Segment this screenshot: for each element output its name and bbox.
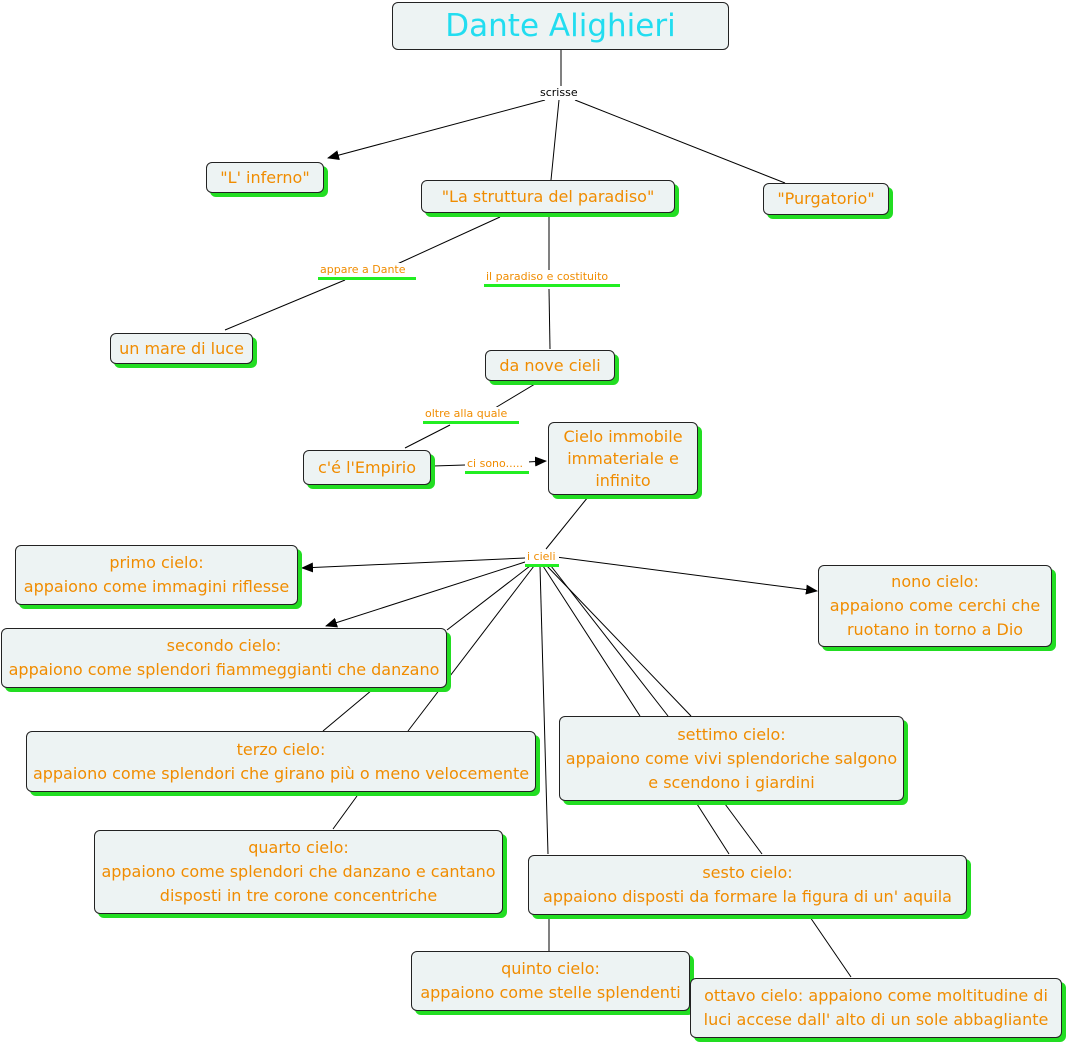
link-sesto-a xyxy=(542,565,641,717)
link-nono xyxy=(555,556,818,595)
link-quinto-a xyxy=(539,565,549,855)
node-primo-line1: primo cielo: xyxy=(109,553,204,572)
link-label-costituito: il paradiso e costituito xyxy=(484,270,620,287)
node-sesto[interactable]: sesto cielo: appaiono disposti da formar… xyxy=(528,855,967,915)
node-secondo[interactable]: secondo cielo: appaiono come splendori f… xyxy=(1,628,447,688)
node-paradiso[interactable]: "La struttura del paradiso" xyxy=(421,180,675,213)
node-settimo-line1: settimo cielo: xyxy=(677,724,786,744)
node-nove-label: da nove cieli xyxy=(499,355,601,375)
node-secondo-line1: secondo cielo: xyxy=(166,636,282,655)
link-empirio-cisono xyxy=(432,464,466,467)
node-sesto-line1: sesto cielo: xyxy=(702,863,793,882)
link-terzo-a xyxy=(322,689,373,732)
link-scrisse-inferno xyxy=(327,99,546,160)
link-appare-mare xyxy=(224,279,346,331)
node-empirio[interactable]: c'é l'Empirio xyxy=(303,450,431,485)
link-ottavo-a xyxy=(550,565,669,717)
node-quarto[interactable]: quarto cielo: appaiono come splendori ch… xyxy=(94,830,503,914)
node-cielo-immobile-line2: immateriale e xyxy=(567,448,679,468)
node-quarto-line3: disposti in tre corone concentriche xyxy=(159,886,438,905)
link-sesto-b xyxy=(696,803,730,855)
link-oltre-empirio xyxy=(404,424,451,449)
page-title: Dante Alighieri xyxy=(445,8,676,44)
node-terzo[interactable]: terzo cielo: appaiono come splendori che… xyxy=(26,731,536,792)
node-sesto-line2: appaiono disposti da formare la figura d… xyxy=(543,887,952,906)
node-settimo-line3: e scendono i giardini xyxy=(648,772,815,792)
node-terzo-line1: terzo cielo: xyxy=(236,739,326,759)
node-ottavo[interactable]: ottavo cielo: appaiono come moltitudine … xyxy=(690,978,1062,1038)
node-nono[interactable]: nono cielo: appaiono come cerchi che ruo… xyxy=(818,565,1052,647)
node-nove[interactable]: da nove cieli xyxy=(485,350,615,381)
node-mare[interactable]: un mare di luce xyxy=(110,333,253,364)
link-scrisse-purgatorio xyxy=(574,99,786,184)
link-secondo xyxy=(325,561,526,628)
link-label-appare: appare a Dante xyxy=(318,263,416,280)
link-cisono-cielo xyxy=(526,456,547,467)
node-purgatorio-label: "Purgatorio" xyxy=(777,189,875,208)
link-label-ci-sono: ci sono..... xyxy=(465,457,529,474)
node-terzo-line2: appaiono come splendori che girano più o… xyxy=(32,763,530,783)
node-primo-line2: appaiono come immagini riflesse xyxy=(23,577,290,596)
node-ottavo-line2: luci accese dall' alto di un sole abbagl… xyxy=(703,1010,1049,1029)
node-mare-label: un mare di luce xyxy=(119,338,244,358)
link-scrisse-paradiso xyxy=(550,99,560,181)
link-ottavo-b xyxy=(724,803,763,855)
node-nono-line1: nono cielo: xyxy=(891,572,979,591)
node-quarto-line1: quarto cielo: xyxy=(248,838,349,857)
node-secondo-line2: appaiono come splendori fiammeggianti ch… xyxy=(8,660,440,679)
node-paradiso-label: "La struttura del paradiso" xyxy=(441,186,655,206)
link-secondo-tail xyxy=(446,565,531,631)
link-label-scrisse: scrisse xyxy=(538,86,580,100)
title-node[interactable]: Dante Alighieri xyxy=(392,2,729,50)
link-cielo-icieli xyxy=(545,496,589,550)
link-quarto xyxy=(332,795,358,830)
node-empirio-label: c'é l'Empirio xyxy=(317,457,417,477)
node-purgatorio[interactable]: "Purgatorio" xyxy=(763,183,889,215)
node-nono-line2: appaiono come cerchi che xyxy=(829,596,1041,615)
link-label-i-cieli: i cieli xyxy=(525,550,559,567)
node-quarto-line2: appaiono come splendori che danzano e ca… xyxy=(101,862,496,881)
link-primo xyxy=(301,557,526,573)
node-inferno[interactable]: "L' inferno" xyxy=(206,162,324,193)
node-quinto-line2: appaiono come stelle splendenti xyxy=(420,983,681,1002)
node-quinto-line1: quinto cielo: xyxy=(501,959,600,978)
node-cielo-immobile-line3: infinito xyxy=(595,470,651,490)
link-ottavo-c xyxy=(809,916,852,978)
node-primo[interactable]: primo cielo: appaiono come immagini rifl… xyxy=(15,545,298,605)
link-paradiso-appare xyxy=(394,216,501,266)
link-nove-oltre xyxy=(494,380,541,409)
link-costituito-nove xyxy=(548,288,551,350)
node-cielo-immobile-line1: Cielo immobile xyxy=(563,426,683,446)
node-ottavo-line1: ottavo cielo: appaiono come moltitudine … xyxy=(704,986,1048,1005)
node-settimo[interactable]: settimo cielo: appaiono come vivi splend… xyxy=(559,716,904,801)
link-terzo-b xyxy=(407,565,535,732)
node-inferno-label: "L' inferno" xyxy=(220,167,310,187)
node-quinto[interactable]: quinto cielo: appaiono come stelle splen… xyxy=(411,951,690,1011)
node-nono-line3: ruotano in torno a Dio xyxy=(846,620,1024,639)
node-settimo-line2: appaiono come vivi splendoriche salgono xyxy=(565,748,898,768)
node-cielo-immobile[interactable]: Cielo immobile immateriale e infinito xyxy=(548,422,698,495)
link-label-oltre: oltre alla quale xyxy=(423,407,519,424)
